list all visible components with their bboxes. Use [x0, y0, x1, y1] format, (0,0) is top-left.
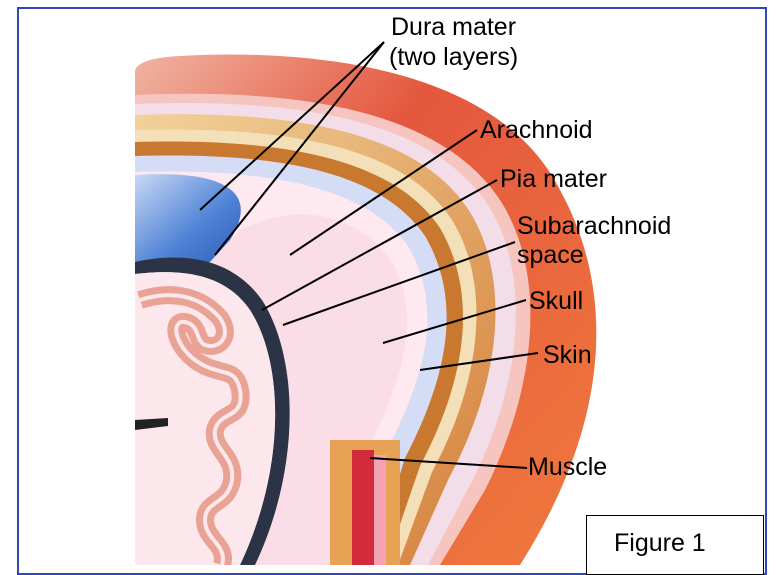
label-dura-mater-sub: (two layers) — [389, 44, 518, 71]
label-subarachnoid-space: space — [517, 242, 584, 269]
label-pia-mater: Pia mater — [500, 166, 607, 193]
label-skull: Skull — [529, 288, 583, 315]
label-subarachnoid: Subarachnoid — [517, 213, 671, 240]
figure-caption-box: Figure 1 — [586, 515, 764, 575]
muscle-red — [352, 450, 374, 565]
muscle-pink — [374, 455, 386, 565]
label-arachnoid: Arachnoid — [480, 117, 593, 144]
figure-caption: Figure 1 — [614, 529, 706, 558]
label-muscle: Muscle — [528, 454, 607, 481]
label-skin: Skin — [543, 342, 592, 369]
label-dura-mater: Dura mater — [391, 14, 516, 41]
